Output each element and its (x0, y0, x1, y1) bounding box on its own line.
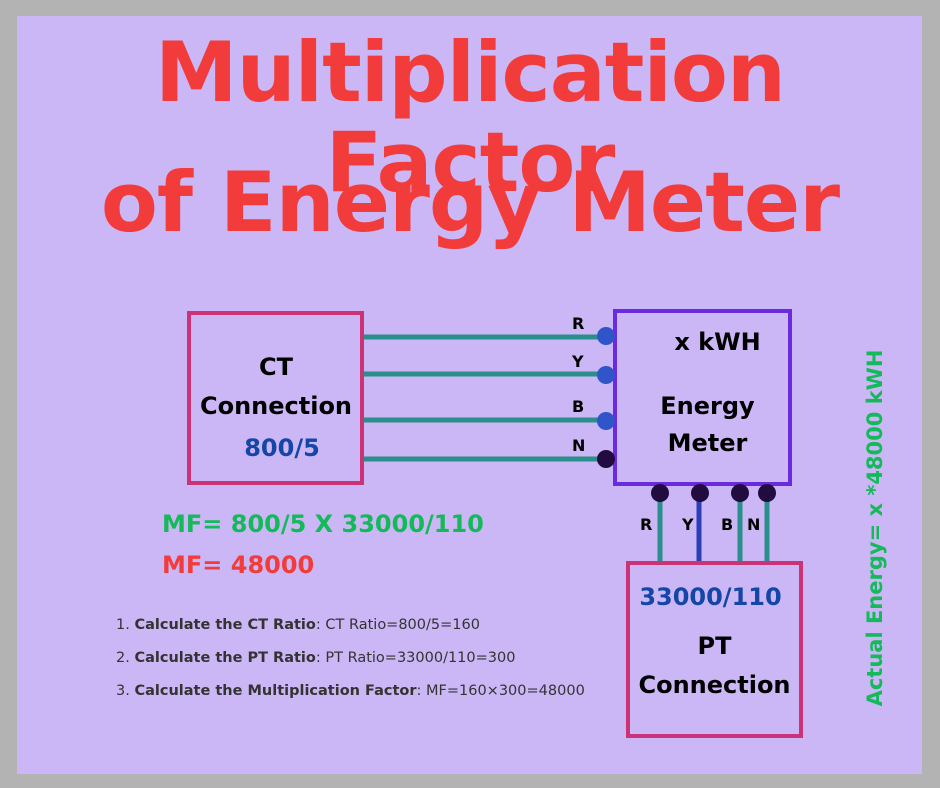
mf-expression: MF= 800/5 X 33000/110 (162, 510, 484, 538)
pt-phase-label-n: N (747, 515, 761, 534)
step-2: 2. Calculate the PT Ratio: PT Ratio=3300… (116, 650, 515, 666)
step-1-text: : CT Ratio=800/5=160 (315, 617, 480, 633)
phase-label-n: N (572, 436, 586, 455)
terminal-bottom-y (691, 484, 709, 502)
terminal-bottom-b (731, 484, 749, 502)
phase-label-b: B (572, 397, 585, 416)
step-3: 3. Calculate the Multiplication Factor: … (116, 683, 585, 699)
phase-label-y: Y (572, 352, 584, 371)
terminal-bottom-n (758, 484, 776, 502)
background-panel (17, 16, 922, 774)
pt-subtitle: Connection (638, 671, 791, 699)
meter-reading: x kWH (674, 328, 761, 356)
step-3-text: : MF=160×300=48000 (416, 683, 585, 699)
terminal-r (597, 327, 615, 345)
pt-connection-box (626, 561, 803, 738)
title-line-1: Multiplication Factor (154, 24, 786, 211)
terminal-n (597, 450, 615, 468)
ct-title: CT (259, 353, 293, 381)
step-2-text: : PT Ratio=33000/110=300 (315, 650, 516, 666)
meter-label-2: Meter (667, 429, 748, 457)
ct-ratio: 800/5 (244, 434, 320, 462)
pt-phase-label-b: B (721, 515, 734, 534)
step-1: 1. Calculate the CT Ratio: CT Ratio=800/… (116, 617, 480, 633)
pt-phase-label-r: R (640, 515, 653, 534)
pt-title: PT (697, 632, 732, 660)
pt-ratio: 33000/110 (639, 583, 782, 611)
mf-result: MF= 48000 (162, 551, 315, 579)
ct-subtitle: Connection (199, 392, 353, 420)
terminal-bottom-r (651, 484, 669, 502)
phase-label-r: R (572, 314, 585, 333)
ct-connection-box (187, 311, 364, 485)
actual-energy-note: Actual Energy= x *48000 kWH (863, 349, 887, 707)
step-2-number: 2. (116, 650, 130, 666)
terminal-y (597, 366, 615, 384)
step-3-number: 3. (116, 683, 130, 699)
step-1-number: 1. (116, 617, 130, 633)
step-3-label: Calculate the Multiplication Factor (134, 683, 417, 699)
step-1-label: Calculate the CT Ratio (134, 617, 316, 633)
title-line-2: of Energy Meter (100, 154, 840, 251)
step-2-label: Calculate the PT Ratio (134, 650, 316, 666)
energy-meter-box (613, 309, 792, 486)
pt-phase-label-y: Y (682, 515, 694, 534)
meter-label-1: Energy (660, 392, 755, 420)
terminal-b (597, 412, 615, 430)
